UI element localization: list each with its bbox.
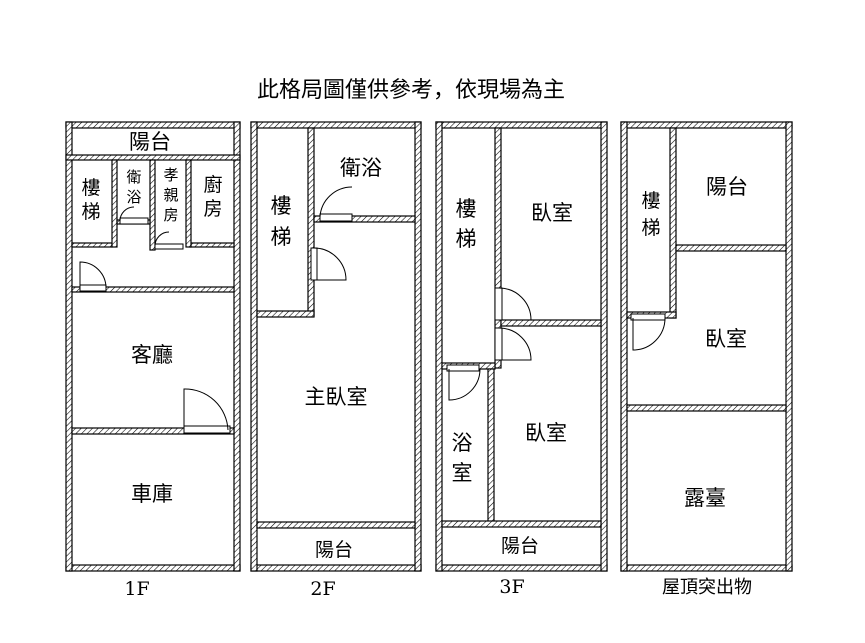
floor-3f-label: 3F [499, 576, 524, 598]
floor-1f-label: 1F [124, 578, 149, 600]
room-1f-parents-1: 孝 [163, 166, 178, 184]
room-3f-balcony: 陽台 [501, 535, 539, 557]
room-3f-stairs-1: 樓 [456, 197, 477, 221]
floor-roof-label: 屋頂突出物 [662, 577, 752, 598]
room-1f-living: 客廳 [131, 343, 173, 367]
room-3f-bath-1: 浴 [452, 431, 473, 455]
room-3f-bedroom-bottom: 臥室 [525, 421, 567, 445]
room-2f-balcony: 陽台 [315, 539, 353, 561]
floor-1f: 陽台 樓 梯 衛 浴 孝 親 房 廚 房 客廳 車庫 1F [65, 121, 241, 600]
floor-2f-label: 2F [310, 578, 335, 600]
room-roof-stairs-2: 梯 [641, 217, 660, 239]
room-1f-stairs-1: 樓 [81, 177, 100, 199]
room-2f-bath: 衛浴 [340, 156, 382, 180]
room-3f-stairs-2: 梯 [456, 227, 477, 251]
room-1f-garage: 車庫 [131, 482, 173, 506]
room-3f-bedroom-top: 臥室 [531, 201, 573, 225]
room-1f-bath-1: 衛 [126, 168, 141, 186]
room-roof-bedroom: 臥室 [705, 327, 747, 351]
room-1f-parents-2: 親 [163, 186, 178, 204]
floor-3f: 樓 梯 臥室 浴 室 臥室 陽台 3F [435, 121, 608, 598]
plan-notice: 此格局圖僅供參考，依現場為主 [257, 78, 565, 103]
room-roof-stairs-1: 樓 [641, 190, 660, 212]
room-1f-parents-3: 房 [163, 206, 178, 224]
room-1f-kitchen-2: 房 [203, 198, 222, 220]
room-1f-balcony: 陽台 [129, 130, 171, 154]
room-2f-stairs-2: 梯 [271, 225, 292, 249]
room-3f-bath-2: 室 [452, 461, 473, 485]
room-1f-stairs-2: 梯 [81, 201, 100, 223]
room-1f-bath-2: 浴 [126, 188, 141, 206]
floor-roof: 樓 梯 陽台 臥室 露臺 屋頂突出物 [620, 121, 793, 598]
room-1f-kitchen-1: 廚 [203, 173, 222, 196]
room-2f-stairs-1: 樓 [271, 194, 292, 218]
room-2f-master: 主臥室 [305, 385, 368, 409]
room-roof-terrace: 露臺 [684, 486, 726, 510]
room-roof-balcony: 陽台 [706, 175, 748, 199]
floor-2f: 樓 梯 衛浴 主臥室 陽台 2F [250, 121, 422, 600]
